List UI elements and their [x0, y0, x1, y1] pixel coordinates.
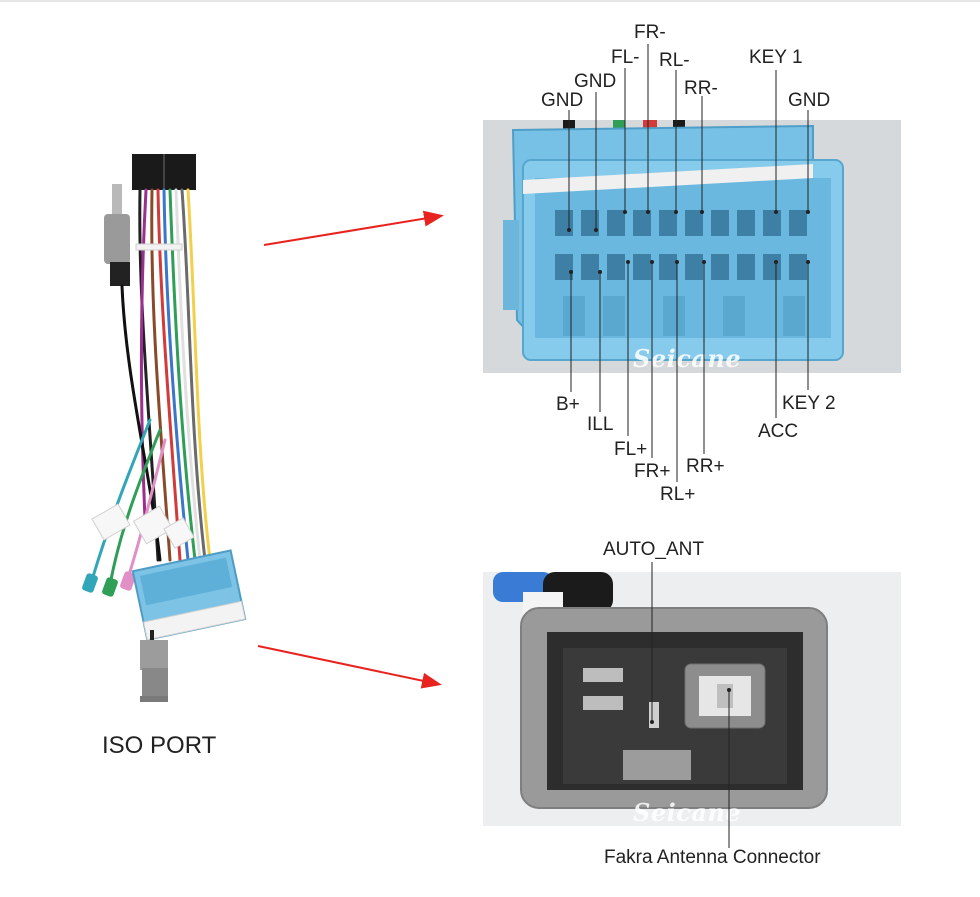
- label-ill: ILL: [587, 414, 614, 435]
- label-gnd-1: GND: [541, 90, 584, 111]
- pin-dots-bottom: [569, 260, 810, 274]
- label-gnd-2: GND: [574, 71, 617, 92]
- arrow-to-iso-connector: [263, 210, 444, 246]
- label-rr-minus: RR-: [684, 78, 718, 99]
- label-fl-plus: FL+: [614, 439, 648, 460]
- arrow-to-fakra-connector: [257, 645, 442, 689]
- label-gnd-3: GND: [788, 90, 831, 111]
- wire-bundle: [90, 188, 212, 587]
- label-acc: ACC: [758, 421, 799, 442]
- watermark-top: Seicane: [633, 344, 742, 373]
- antenna-plug-tip: [112, 184, 122, 214]
- label-fr-minus: FR-: [634, 22, 666, 43]
- label-key-2: KEY 2: [782, 393, 836, 414]
- label-key-1: KEY 1: [749, 47, 803, 68]
- label-fl-minus: FL-: [611, 47, 640, 68]
- top-divider: [0, 0, 980, 2]
- harness-fakra-plug: [140, 640, 168, 670]
- label-auto-ant: AUTO_ANT: [603, 539, 705, 560]
- iso-port-caption: ISO PORT: [102, 732, 217, 759]
- label-rl-plus: RL+: [660, 484, 696, 505]
- harness-blue-connector: [131, 549, 247, 641]
- pin-dots-top: [567, 210, 810, 232]
- label-fr-plus: FR+: [634, 461, 671, 482]
- antenna-plug-body: [104, 214, 130, 264]
- iso-connector-photo: Seicane: [483, 120, 901, 373]
- label-b-plus: B+: [556, 394, 580, 415]
- antenna-plug-boot: [110, 262, 130, 286]
- iso-connector-drawing: [483, 120, 901, 373]
- watermark-bottom: Seicane: [633, 798, 742, 826]
- fakra-caption: Fakra Antenna Connector: [604, 847, 821, 868]
- label-rr-plus: RR+: [686, 456, 725, 477]
- leader-lines-top: [568, 44, 809, 230]
- fakra-connector-photo: Seicane: [483, 572, 901, 826]
- label-rl-minus: RL-: [659, 50, 690, 71]
- fakra-connector-drawing: [483, 572, 901, 826]
- leader-lines-bottom: [570, 262, 809, 482]
- leader-lines-fakra: [651, 562, 730, 848]
